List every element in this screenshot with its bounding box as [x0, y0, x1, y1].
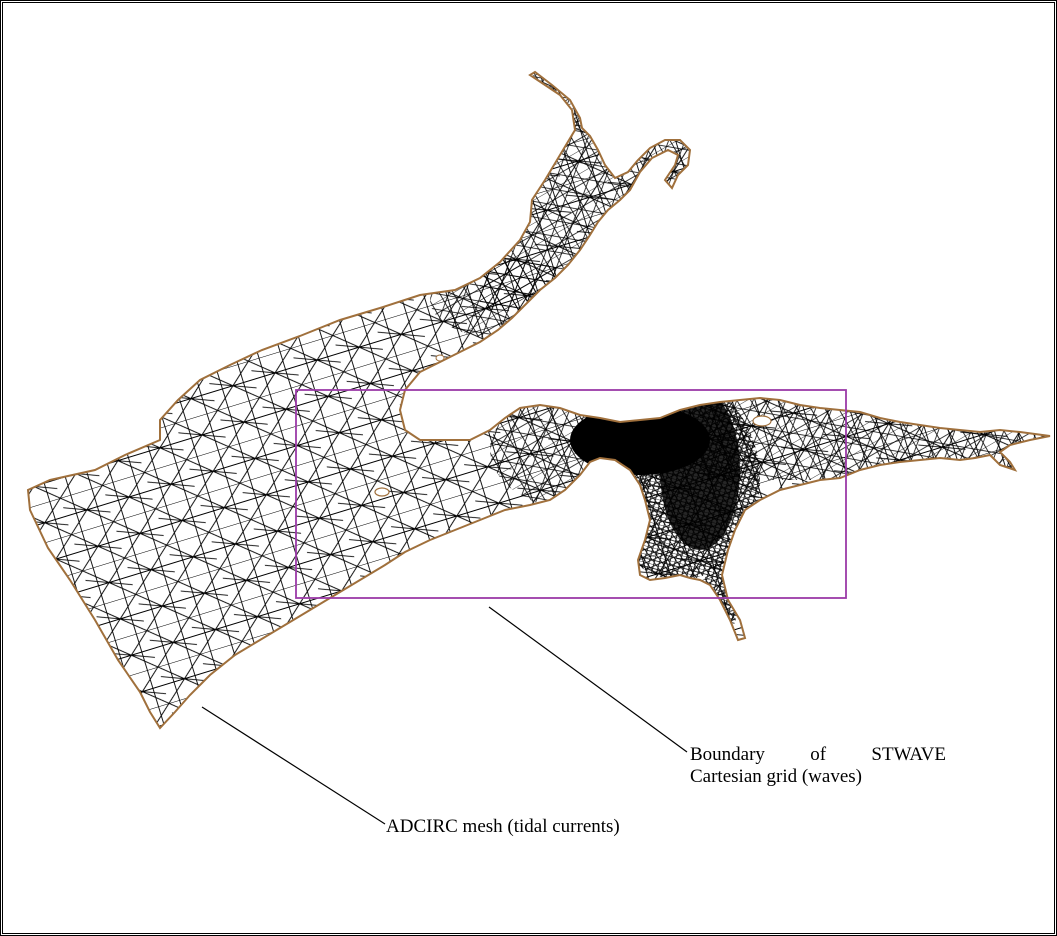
- stwave-boundary-label: Boundary of STWAVE Cartesian grid (waves…: [690, 744, 946, 790]
- adcirc-leader-line: [202, 707, 385, 824]
- stwave-label-line1: Boundary of STWAVE: [690, 744, 946, 766]
- stwave-leader-line: [489, 607, 687, 752]
- adcirc-mesh-label: ADCIRC mesh (tidal currents): [386, 816, 620, 838]
- stwave-label-line2: Cartesian grid (waves): [690, 766, 862, 787]
- island-shape: [753, 416, 771, 426]
- island-shape: [375, 488, 389, 496]
